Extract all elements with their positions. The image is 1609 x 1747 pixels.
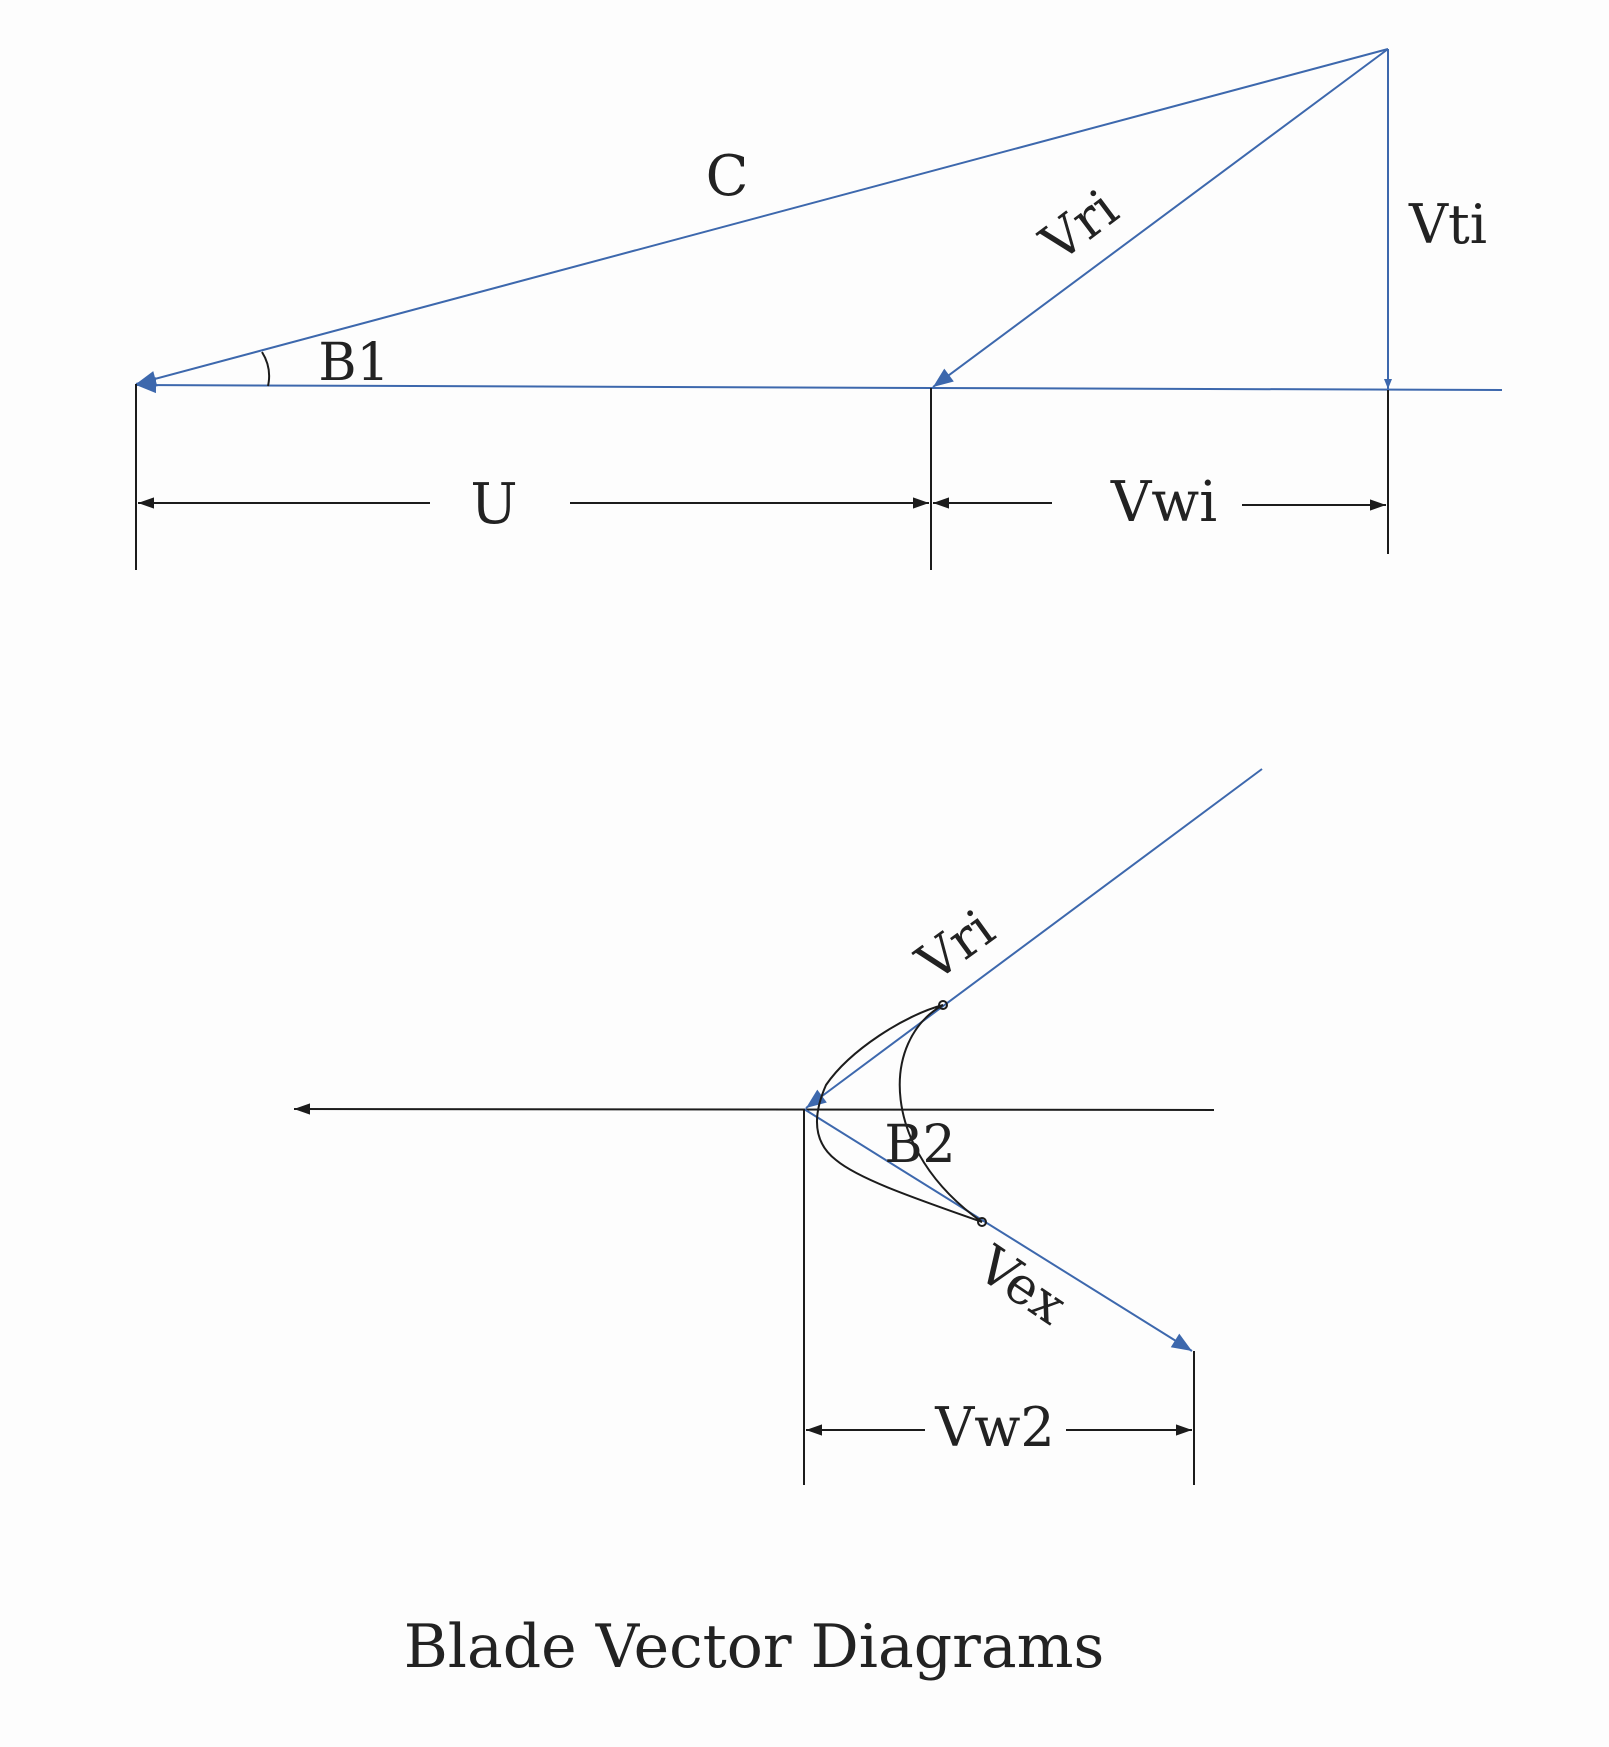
inlet-velocity-triangle [135,48,1503,570]
label-vwi: Vwi [1110,470,1217,535]
label-vri-exit: Vri [906,899,1006,995]
angle-arc-b1 [261,351,271,387]
label-vex: Vex [965,1235,1076,1337]
label-b2: B2 [884,1115,955,1175]
blade-speed-line [293,1103,1215,1115]
label-u: U [470,472,517,537]
blade-leading-edge [938,1000,948,1010]
label-b1: B1 [318,333,389,393]
label-vw2: Vw2 [934,1396,1055,1459]
vector-vri-exit [805,768,1263,1109]
vector-c [135,48,1389,387]
figure-title: Blade Vector Diagrams [404,1612,1105,1682]
vector-vex [803,1108,1193,1352]
exit-velocity-diagram [293,768,1263,1485]
baseline [930,387,1503,391]
blade-trailing-edge [977,1217,987,1227]
vector-vri [932,48,1389,388]
label-vri-inlet: Vri [1029,179,1129,275]
label-vti: Vti [1408,193,1487,256]
blade-profile [816,1004,983,1223]
vector-u [135,377,932,394]
label-c: C [706,144,749,209]
